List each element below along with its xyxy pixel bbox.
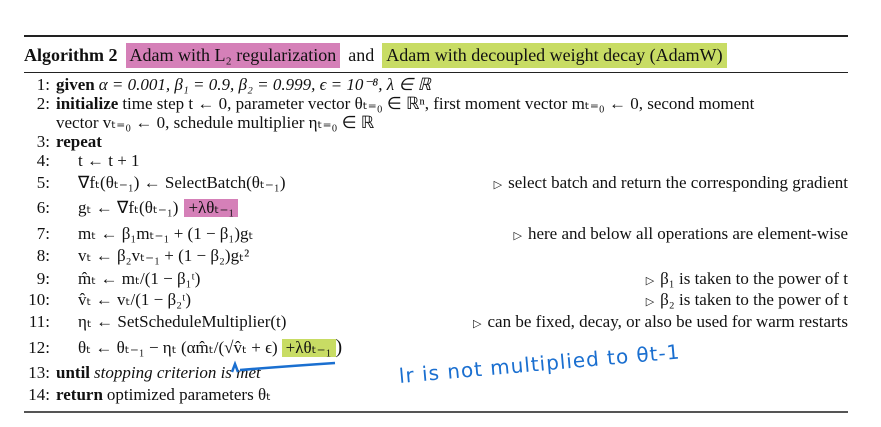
comment-text: here and below all operations are elemen… — [527, 224, 848, 243]
comment: ▷ select batch and return the correspondi… — [494, 174, 848, 194]
comment: ▷ β₂ is taken to the power of t — [646, 291, 848, 311]
title-adam-l2: Adam with L₂ regularization — [125, 42, 341, 68]
line-text: vector vₜ₌₀ ← 0, schedule multiplier ηₜ₌… — [56, 113, 375, 132]
header-rule — [24, 72, 848, 73]
keyword: return — [56, 385, 103, 404]
comment-text: β₁ is taken to the power of t — [660, 269, 848, 288]
line-number: 13: — [28, 363, 50, 382]
line-text: vₜ ← β₂vₜ₋₁ + (1 − β₂)gₜ² — [78, 246, 250, 265]
line-number: 5: — [36, 173, 50, 192]
comment-text: β₂ is taken to the power of t — [660, 290, 848, 309]
algo-line-9: 9: m̂ₜ ← mₜ/(1 − β₁ᵗ) ▷ β₁ is taken to the … — [24, 270, 848, 288]
line-number: 3: — [36, 132, 50, 151]
keyword: repeat — [56, 132, 102, 151]
line-text: stopping criterion is met — [94, 363, 261, 382]
line-number: 1: — [36, 75, 50, 94]
line-number: 12: — [28, 338, 50, 357]
line-text: ηₜ ← SetScheduleMultiplier(t) — [78, 312, 287, 331]
algo-line-12: 12: θₜ ← θₜ₋₁ − ηₜ (αm̂ₜ/(√v̂ₜ + ϵ)+λθₜ₋₁… — [24, 336, 848, 358]
comment: ▷ β₁ is taken to the power of t — [646, 270, 848, 290]
line-text: optimized parameters θₜ — [106, 385, 272, 404]
line-number: 14: — [28, 385, 50, 404]
line-number: 11: — [28, 312, 50, 331]
weight-decay-highlight: +λθₜ₋₁ — [281, 339, 336, 357]
line-text: t ← t + 1 — [78, 151, 140, 170]
triangle-icon: ▷ — [645, 275, 655, 287]
algo-line-7: 7: mₜ ← β₁mₜ₋₁ + (1 − β₁)gₜ ▷ here and belo… — [24, 225, 848, 243]
l2-term-highlight: +λθₜ₋₁ — [184, 199, 239, 217]
line-number: 6: — [36, 198, 50, 217]
algorithm-label: Algorithm 2 — [24, 44, 118, 65]
line-number: 7: — [36, 224, 50, 243]
closing-paren: ) — [335, 336, 343, 358]
algo-line-2-cont: vector vₜ₌₀ ← 0, schedule multiplier ηₜ₌… — [24, 114, 848, 132]
triangle-icon: ▷ — [493, 179, 503, 191]
algo-line-4: 4: t ← t + 1 — [24, 152, 848, 170]
comment-text: can be fixed, decay, or also be used for… — [487, 312, 848, 331]
bottom-rule — [24, 411, 848, 413]
line-text: α = 0.001, β₁ = 0.9, β₂ = 0.999, ϵ = 10⁻… — [98, 75, 431, 94]
line-text: mₜ ← β₁mₜ₋₁ + (1 − β₁)gₜ — [78, 224, 254, 243]
keyword: given — [56, 75, 95, 94]
keyword: until — [56, 363, 91, 382]
algo-line-3: 3: repeat — [24, 133, 848, 151]
triangle-icon: ▷ — [473, 318, 482, 330]
line-text: time step t ← 0, parameter vector θₜ₌₀ ∈… — [122, 94, 755, 113]
line-text: v̂ₜ ← vₜ/(1 − β₂ᵗ) — [78, 290, 191, 309]
line-text: gₜ ← ∇fₜ(θₜ₋₁) — [78, 198, 179, 217]
title-adamw: Adam with decoupled weight decay (AdamW) — [382, 42, 727, 68]
comment: ▷ can be fixed, decay, or also be used fo… — [473, 313, 848, 333]
line-number: 4: — [36, 151, 50, 170]
line-number: 9: — [36, 269, 50, 288]
algorithm-header: Algorithm 2 Adam with L₂ regularization … — [24, 42, 727, 68]
line-number: 2: — [36, 94, 50, 113]
line-number: 10: — [28, 290, 50, 309]
handwritten-underline — [230, 360, 336, 373]
triangle-icon: ▷ — [645, 296, 655, 308]
line-text: ∇fₜ(θₜ₋₁) ← SelectBatch(θₜ₋₁) — [78, 173, 286, 192]
keyword: initialize — [56, 94, 119, 113]
comment-text: select batch and return the correspondin… — [508, 173, 848, 192]
triangle-icon: ▷ — [513, 230, 522, 242]
algo-line-5: 5: ∇fₜ(θₜ₋₁) ← SelectBatch(θₜ₋₁) ▷ select b… — [24, 174, 848, 192]
algo-line-6: 6: gₜ ← ∇fₜ(θₜ₋₁) +λθₜ₋₁ — [24, 199, 848, 217]
line-text: m̂ₜ ← mₜ/(1 − β₁ᵗ) — [78, 269, 201, 288]
line-text: θₜ ← θₜ₋₁ − ηₜ (αm̂ₜ/(√v̂ₜ + ϵ) — [78, 338, 278, 357]
algo-line-11: 11: ηₜ ← SetScheduleMultiplier(t) ▷ can be … — [24, 313, 848, 331]
algo-line-10: 10: v̂ₜ ← vₜ/(1 − β₂ᵗ) ▷ β₂ is taken to the… — [24, 291, 848, 309]
title-connector: and — [348, 44, 375, 65]
algo-line-8: 8: vₜ ← β₂vₜ₋₁ + (1 − β₂)gₜ² — [24, 247, 848, 265]
line-number: 8: — [36, 246, 50, 265]
top-rule — [24, 35, 848, 37]
comment: ▷ here and below all operations are eleme… — [514, 225, 849, 245]
